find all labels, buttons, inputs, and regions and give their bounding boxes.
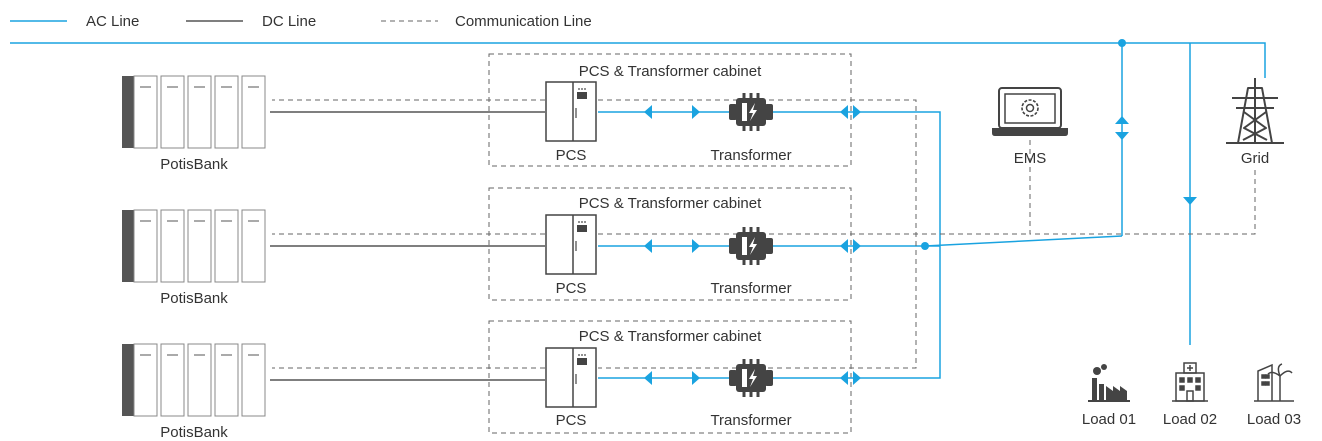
cabinet-frame <box>488 320 852 434</box>
ac-arrow <box>644 371 861 385</box>
transformer-icon <box>727 225 775 267</box>
transformer-icon <box>727 357 775 399</box>
grid-node: Grid <box>1226 78 1284 167</box>
power-tower-icon <box>1226 78 1284 144</box>
ems-label: EMS <box>1014 150 1047 167</box>
comm-lines <box>270 99 1256 369</box>
system-row: PotisBank PCS & Transformer cabinet PCS … <box>121 187 861 307</box>
bank-label: PotisBank <box>160 156 228 173</box>
load-label: Load 02 <box>1163 411 1217 428</box>
ems-node: EMS <box>992 87 1068 167</box>
load-label: Load 03 <box>1247 411 1301 428</box>
legend-comm-label: Communication Line <box>455 13 592 30</box>
ac-arrow <box>644 105 861 119</box>
pcs-label: PCS <box>556 280 587 297</box>
legend-dc-label: DC Line <box>262 13 316 30</box>
cabinet-collector <box>860 111 941 379</box>
cabinet-label: PCS & Transformer cabinet <box>579 328 762 345</box>
ac-arrow <box>644 239 861 253</box>
load-item: Load 01 <box>1082 364 1136 428</box>
cabinet-label: PCS & Transformer cabinet <box>579 195 762 212</box>
bank-label: PotisBank <box>160 290 228 307</box>
laptop-icon <box>992 87 1068 136</box>
cabinet-frame <box>488 53 852 167</box>
system-row: PotisBank PCS & Transformer cabinet PCS … <box>121 53 861 173</box>
pcs-icon <box>545 214 597 275</box>
battery-bank-icon <box>121 75 273 149</box>
transformer-label: Transformer <box>710 280 791 297</box>
pcs-label: PCS <box>556 412 587 429</box>
pcs-icon <box>545 347 597 408</box>
legend-ac-label: AC Line <box>86 13 139 30</box>
battery-bank-icon <box>121 343 273 417</box>
grid-label: Grid <box>1241 150 1269 167</box>
transformer-label: Transformer <box>710 147 791 164</box>
factory-icon <box>1088 364 1130 402</box>
load-item: Load 03 <box>1247 363 1301 428</box>
pcs-icon <box>545 81 597 142</box>
bank-label: PotisBank <box>160 424 228 441</box>
ac-junction <box>1118 39 1126 47</box>
transformer-icon <box>727 91 775 133</box>
load-item: Load 02 <box>1163 362 1217 428</box>
battery-bank-icon <box>121 209 273 283</box>
hospital-icon <box>1172 362 1208 402</box>
transformer-label: Transformer <box>710 412 791 429</box>
system-row: PotisBank PCS & Transformer cabinet PCS … <box>121 320 861 441</box>
load-label: Load 01 <box>1082 411 1136 428</box>
ac-arrows <box>1115 116 1197 205</box>
pcs-label: PCS <box>556 147 587 164</box>
legend: AC Line DC Line Communication Line <box>10 13 592 30</box>
cabinet-frame <box>488 187 852 301</box>
building-tree-icon <box>1254 363 1294 402</box>
cabinet-label: PCS & Transformer cabinet <box>579 63 762 80</box>
